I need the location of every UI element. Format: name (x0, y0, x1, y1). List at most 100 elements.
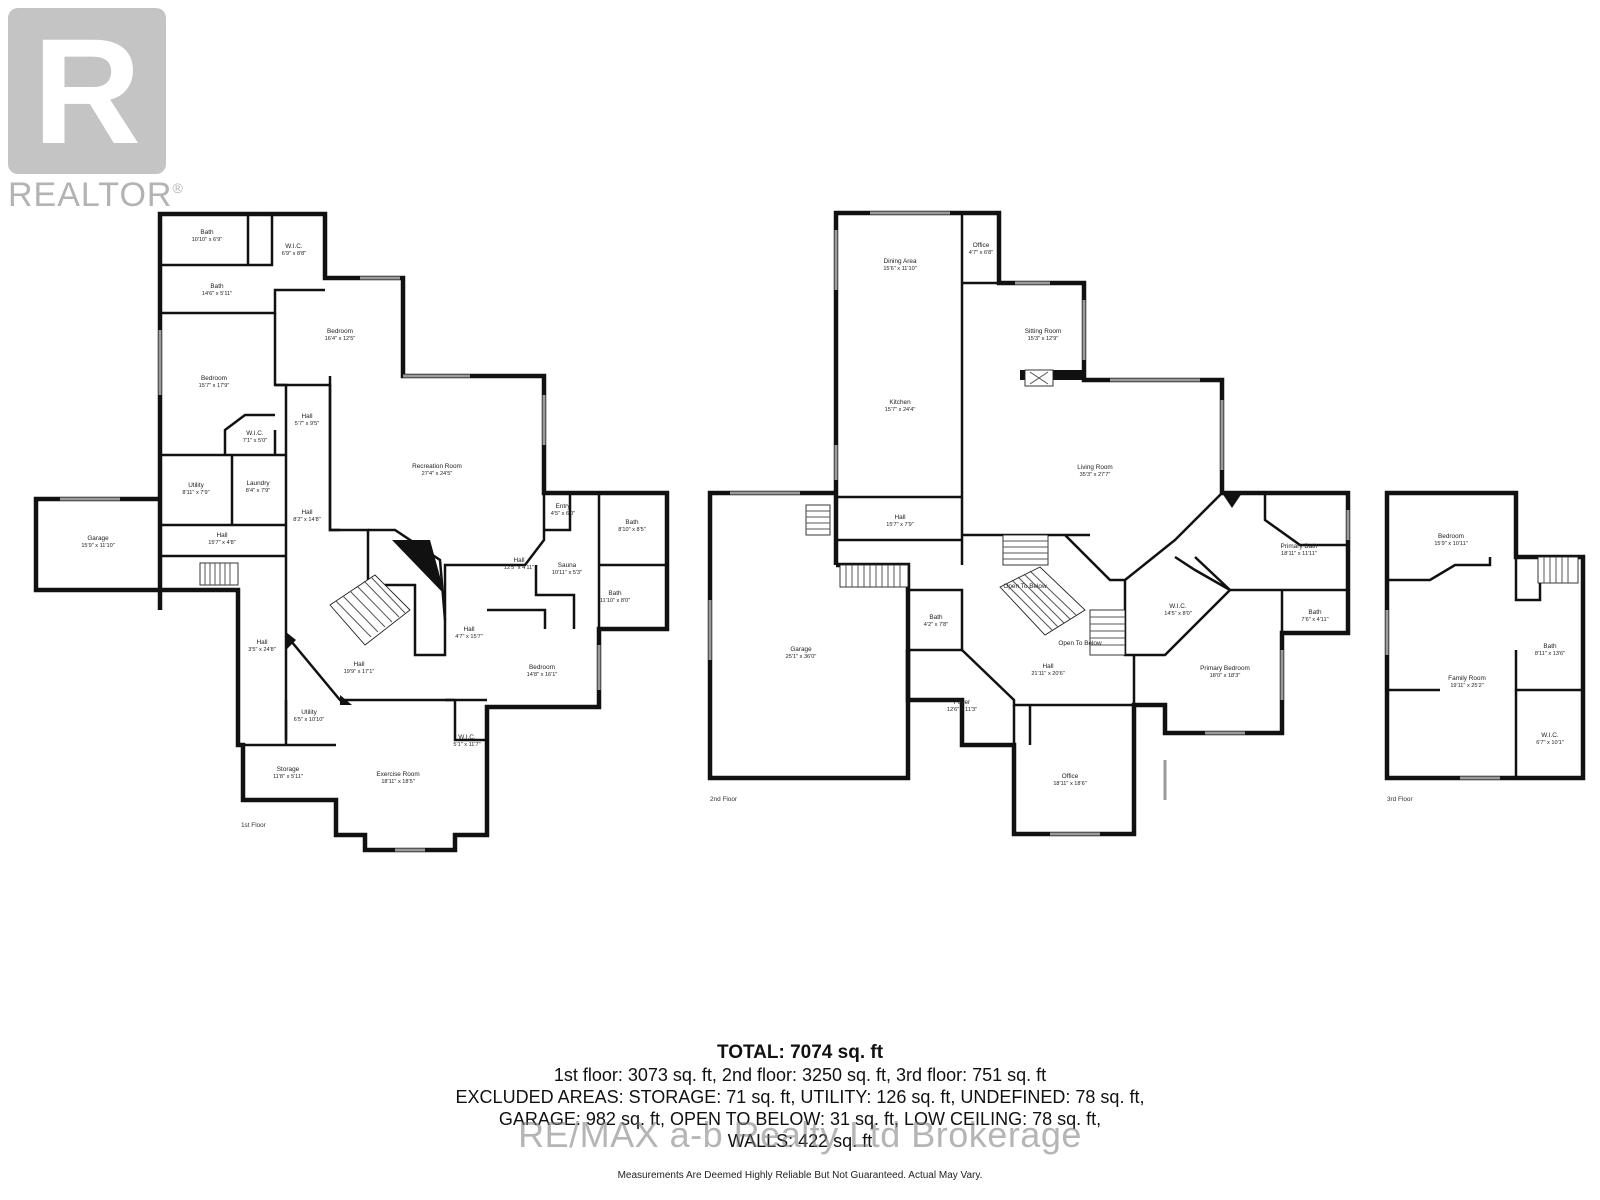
room-name: Kitchen (889, 399, 911, 406)
room-name: Office (1062, 773, 1079, 780)
room-name: Bedroom (327, 328, 353, 335)
room-dims: 14'8" x 16'1" (527, 672, 558, 678)
floor-areas: 1st floor: 3073 sq. ft, 2nd floor: 3250 … (553, 1065, 1047, 1085)
room-name: Bedroom (201, 375, 227, 382)
room-name: Bath (608, 590, 622, 597)
room-dims: 7'1" x 5'0" (243, 438, 267, 444)
room-dims: 16'4" x 12'5" (325, 336, 356, 342)
room-name: Bath (1308, 609, 1322, 616)
room-dims: 4'7" x 15'7" (455, 634, 483, 640)
room-dims: 27'4" x 24'5" (422, 471, 453, 477)
room-dims: 8'11" x 13'6" (1535, 651, 1565, 657)
realtor-r-logo-icon: R (8, 8, 166, 174)
logo-text: REALTOR (8, 176, 173, 214)
stair-4 (839, 564, 909, 588)
realtor-logo: R REALTOR® (8, 8, 186, 215)
floor-2-plan: Dining Area 15'6" x 11'10" Office 4'7" x… (707, 210, 1351, 837)
room-dims: 4'5" x 6'0" (551, 511, 575, 517)
room-name: Open To Below (1058, 640, 1102, 647)
floor-label: 1st Floor (241, 822, 267, 829)
room-name: Bath (625, 519, 639, 526)
room-name: W.I.C. (458, 734, 476, 741)
room-name: Bedroom (529, 664, 555, 671)
logo-wordmark: REALTOR® (8, 176, 186, 215)
room-dims: 18'11" x 18'5" (381, 779, 414, 785)
stair-1 (1537, 556, 1579, 584)
room-name: Living Room (1077, 464, 1113, 471)
room-dims: 35'3" x 27'7" (1080, 472, 1111, 478)
room-name: Hall (216, 532, 227, 539)
room-name: Family Room (1448, 675, 1486, 682)
room-dims: 8'10" x 8'5" (618, 527, 646, 533)
room-dims: 19'11" x 25'2" (1450, 683, 1483, 689)
room-name: Office (973, 242, 990, 249)
room-name: Sitting Room (1025, 328, 1062, 335)
room-name: W.I.C. (285, 243, 303, 250)
stair-3 (1089, 609, 1126, 656)
room-name: Hall (256, 639, 267, 646)
room-dims: 12'5" x 4'11" (504, 565, 534, 571)
room-name: Hall (1042, 663, 1053, 670)
room-name: W.I.C. (1541, 732, 1559, 739)
room-dims: 8'4" x 7'9" (246, 488, 270, 494)
room-name: Hall (353, 661, 364, 668)
room-name: Dining Area (883, 258, 916, 265)
room-name: Primary Bath (1281, 543, 1318, 550)
room-name: Hall (513, 557, 524, 564)
room-name: Hall (894, 514, 905, 521)
room-dims: 4'7" x 6'8" (969, 250, 993, 256)
room-dims: 10'10" x 6'9" (192, 237, 223, 243)
floor-3-plan: Bedroom 15'9" x 10'11" Bath 8'11" x 13'6… (1384, 490, 1586, 803)
floor-label: 2nd Floor (710, 796, 738, 803)
room-name: Exercise Room (376, 771, 419, 778)
room-name: Bath (210, 283, 224, 290)
fireplace (1024, 369, 1054, 387)
room-dims: 15'9" x 10'11" (1434, 541, 1467, 547)
brokerage-watermark: RE/MAX a-b Realty Ltd Brokerage (518, 1114, 1082, 1155)
room-name: Utility (301, 709, 317, 716)
room-dims: 15'6" x 11'10" (883, 266, 916, 272)
room-dims: 15'7" x 7'9" (886, 522, 914, 528)
excluded-areas: EXCLUDED AREAS: STORAGE: 71 sq. ft, UTIL… (455, 1087, 1145, 1107)
room-dims: 18'11" x 18'6" (1053, 781, 1086, 787)
room-dims: 6'9" x 8'8" (282, 251, 306, 257)
measurement-disclaimer: Measurements Are Deemed Highly Reliable … (617, 1170, 983, 1181)
room-name: Hall (463, 626, 474, 633)
room-dims: 15'9" x 11'10" (81, 543, 114, 549)
room-name: Laundry (246, 480, 270, 487)
floor-label: 3rd Floor (1387, 796, 1413, 803)
room-name: Hall (301, 413, 312, 420)
room-name: Utility (188, 482, 204, 489)
room-dims: 11'8" x 5'11" (273, 774, 303, 780)
room-name: Hall (301, 509, 312, 516)
room-name: Primary Bedroom (1200, 665, 1250, 672)
room-dims: 21'11" x 20'6" (1031, 671, 1064, 677)
stair-1 (999, 566, 1086, 636)
room-dims: 18'11" x 11'11" (1281, 551, 1317, 557)
room-dims: 18'0" x 18'3" (1210, 673, 1241, 679)
stair-2 (1002, 534, 1049, 566)
total-area: TOTAL: 7074 sq. ft (716, 1042, 884, 1063)
floor-1-plan: Bath 10'10" x 6'9" W.I.C. 6'9" x 8'8" Ba… (33, 211, 670, 853)
room-name: Bath (929, 614, 943, 621)
room-name: W.I.C. (1169, 603, 1187, 610)
room-dims: 15'7" x 24'4" (885, 407, 916, 413)
room-name: Garage (87, 535, 109, 542)
registered-mark: ® (172, 180, 184, 196)
room-name: Storage (277, 766, 300, 773)
area-summary: TOTAL: 7074 sq. ft 1st floor: 3073 sq. f… (300, 1042, 1300, 1152)
stair-5 (805, 504, 831, 536)
room-dims: 5'7" x 9'5" (295, 421, 319, 427)
room-name: Bath (200, 229, 214, 236)
room-name: Foyer (954, 699, 971, 706)
stair-1 (329, 574, 411, 646)
room-dims: 6'5" x 10'10" (294, 717, 325, 723)
room-name: Sauna (558, 562, 577, 569)
room-dims: 15'7" x 4'8" (208, 540, 236, 546)
room-dims: 15'7" x 17'9" (199, 383, 230, 389)
logo-glyph: R (32, 7, 142, 175)
room-name: Recreation Room (412, 463, 462, 470)
room-name: Bedroom (1438, 533, 1464, 540)
room-dims: 10'11" x 5'3" (552, 570, 582, 576)
